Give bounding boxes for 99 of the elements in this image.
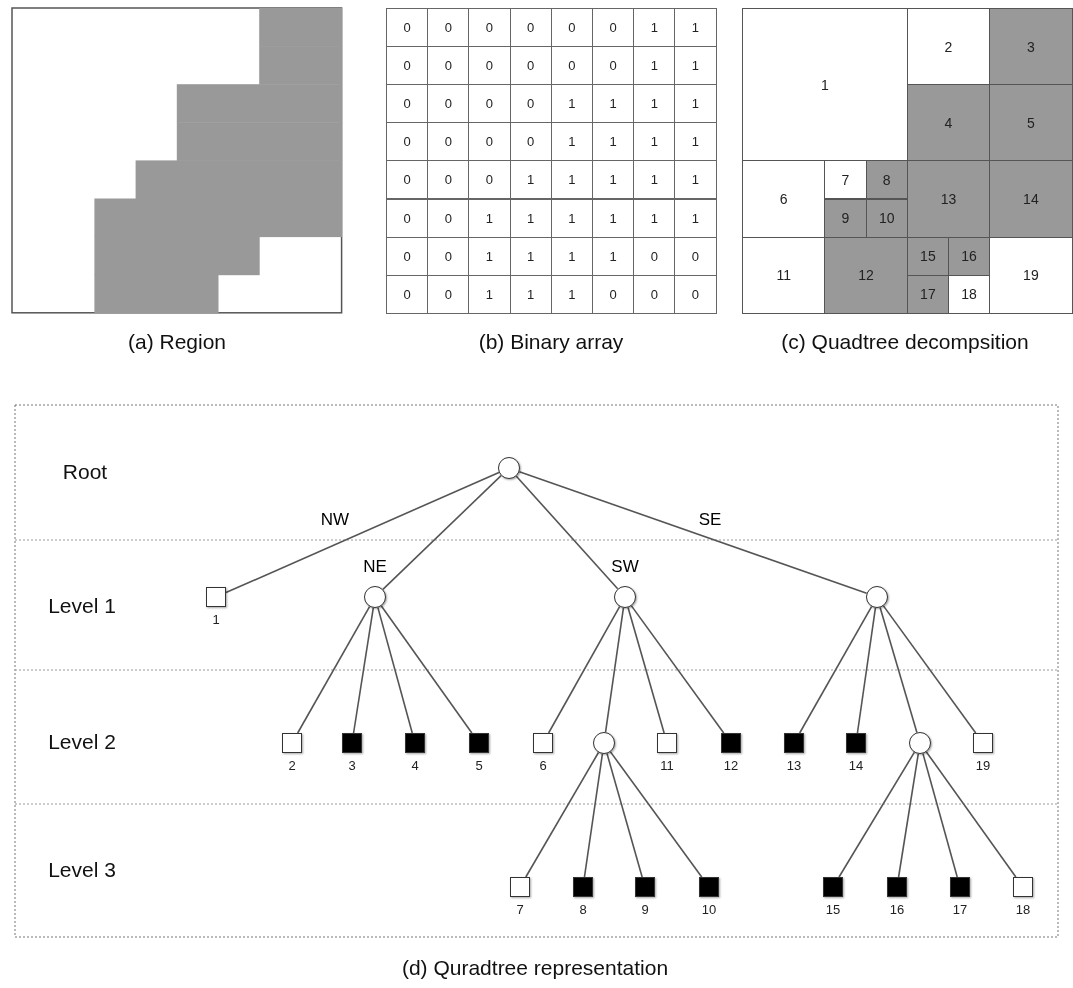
quadrant-block: 1 <box>742 8 908 162</box>
quadrant-block: 9 <box>824 198 867 238</box>
node-number: 4 <box>411 758 419 773</box>
quadrant-block: 14 <box>989 160 1073 238</box>
quadrant-block: 10 <box>865 198 908 238</box>
leaf-square <box>206 587 226 607</box>
quadrant-block: 4 <box>906 84 991 162</box>
node-number: 18 <box>1015 902 1031 917</box>
node-number: 8 <box>579 902 587 917</box>
tree-node-circle <box>866 586 888 608</box>
leaf-square <box>823 877 843 897</box>
leaf-square <box>405 733 425 753</box>
node-number: 3 <box>348 758 356 773</box>
leaf-square <box>635 877 655 897</box>
quadrant-block: 11 <box>742 236 826 314</box>
tree-edge <box>627 606 665 734</box>
node-number: 13 <box>786 758 802 773</box>
tree-edge <box>922 752 958 878</box>
tree-edge <box>515 475 619 590</box>
node-number: 7 <box>516 902 524 917</box>
level-label: Root <box>62 460 108 484</box>
array-cell: 1 <box>674 160 717 200</box>
array-cell: 1 <box>674 8 717 48</box>
tree-edge <box>380 605 473 734</box>
tree-edge <box>296 605 371 734</box>
array-cell: 1 <box>674 198 717 238</box>
node-number: 2 <box>288 758 296 773</box>
tree-edge <box>630 605 725 734</box>
leaf-square <box>342 733 362 753</box>
leaf-square <box>657 733 677 753</box>
leaf-square <box>1013 877 1033 897</box>
quadrant-block: 5 <box>989 84 1073 162</box>
array-cell: 0 <box>386 8 429 48</box>
panel-caption: (d) Quradtree representation <box>401 956 669 980</box>
tree-node-circle <box>909 732 931 754</box>
node-number: 10 <box>701 902 717 917</box>
array-cell: 0 <box>386 160 429 200</box>
level-label: Level 1 <box>48 594 116 618</box>
tree-edge <box>583 753 604 878</box>
node-number: 19 <box>975 758 991 773</box>
quadrant-block: 17 <box>906 274 949 314</box>
node-number: 16 <box>889 902 905 917</box>
tree-node-circle <box>614 586 636 608</box>
array-cell: 0 <box>386 274 429 314</box>
tree-node-circle <box>593 732 615 754</box>
tree-edge <box>547 605 621 734</box>
tree-edge <box>879 606 918 734</box>
node-number: 9 <box>641 902 649 917</box>
quadrant-block: 12 <box>824 236 908 314</box>
quadrant-block: 3 <box>989 8 1073 86</box>
node-number: 1 <box>212 612 220 627</box>
panel-caption: (b) Binary array <box>478 330 624 354</box>
leaf-square <box>469 733 489 753</box>
tree-edge <box>604 607 625 733</box>
panel-caption: (c) Quadtree decompsition <box>781 330 1029 354</box>
tree-edge <box>856 607 877 734</box>
level-label: Level 2 <box>48 730 116 754</box>
quadrant-block: 8 <box>865 160 908 200</box>
leaf-square <box>510 877 530 897</box>
leaf-square <box>573 877 593 897</box>
tree-edge <box>798 605 873 734</box>
leaf-square <box>699 877 719 897</box>
tree-edge <box>897 753 920 878</box>
tree-edge <box>838 751 916 878</box>
level-label: Level 3 <box>48 858 116 882</box>
node-number: 5 <box>475 758 483 773</box>
leaf-square <box>721 733 741 753</box>
quadrant-block: 15 <box>906 236 949 276</box>
tree-edge <box>925 751 1017 878</box>
node-number: 12 <box>723 758 739 773</box>
quadrant-block: 16 <box>948 236 991 276</box>
quadrant-block: 13 <box>906 160 991 238</box>
tree-edge <box>606 752 643 878</box>
tree-node-circle <box>364 586 386 608</box>
node-number: 17 <box>952 902 968 917</box>
panel-caption: (a) Region <box>127 330 227 354</box>
tree-node-circle <box>498 457 520 479</box>
leaf-square <box>846 733 866 753</box>
leaf-square <box>282 733 302 753</box>
node-number: 14 <box>848 758 864 773</box>
leaf-square <box>887 877 907 897</box>
leaf-square <box>784 733 804 753</box>
tree-edge <box>525 751 600 878</box>
tree-edge <box>377 606 414 734</box>
tree-edge <box>382 474 502 591</box>
quadrant-block: 19 <box>989 236 1073 314</box>
tree-edge <box>225 471 500 594</box>
tree-edge <box>609 751 703 878</box>
node-number: 11 <box>660 758 674 773</box>
tree-edge <box>518 470 868 595</box>
array-cell: 0 <box>674 274 717 314</box>
tree-edge <box>882 605 977 734</box>
node-number: 15 <box>825 902 841 917</box>
tree-edge <box>352 607 375 734</box>
array-cell: 0 <box>386 198 429 238</box>
node-number: 6 <box>539 758 547 773</box>
leaf-square <box>973 733 993 753</box>
leaf-square <box>533 733 553 753</box>
leaf-square <box>950 877 970 897</box>
